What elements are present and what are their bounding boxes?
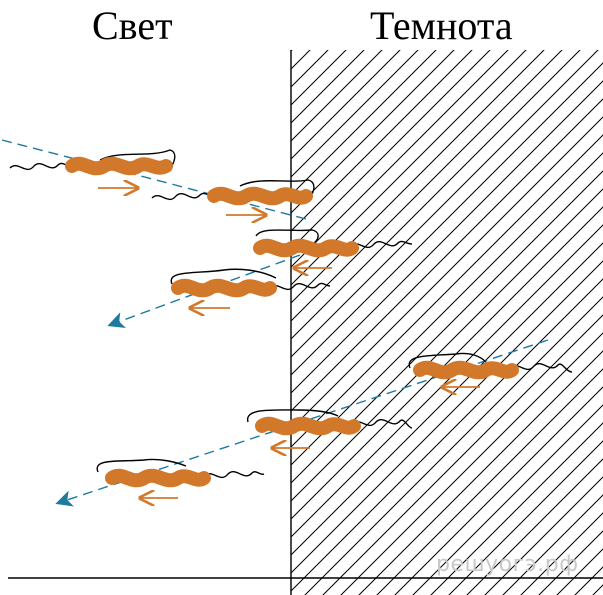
bacterium-icon	[96, 458, 265, 488]
dark-zone	[291, 50, 603, 595]
bacterium-icon	[408, 352, 573, 380]
dark-label: Темнота	[370, 3, 513, 48]
bacterium-icon	[247, 409, 413, 436]
bacterium-icon	[170, 268, 331, 298]
light-label: Свет	[92, 3, 173, 48]
bacterium-icon	[9, 149, 176, 176]
watermark: решуогэ.рф	[436, 552, 579, 577]
bacterium-icon	[151, 179, 315, 206]
bacterium-icon	[253, 229, 413, 258]
